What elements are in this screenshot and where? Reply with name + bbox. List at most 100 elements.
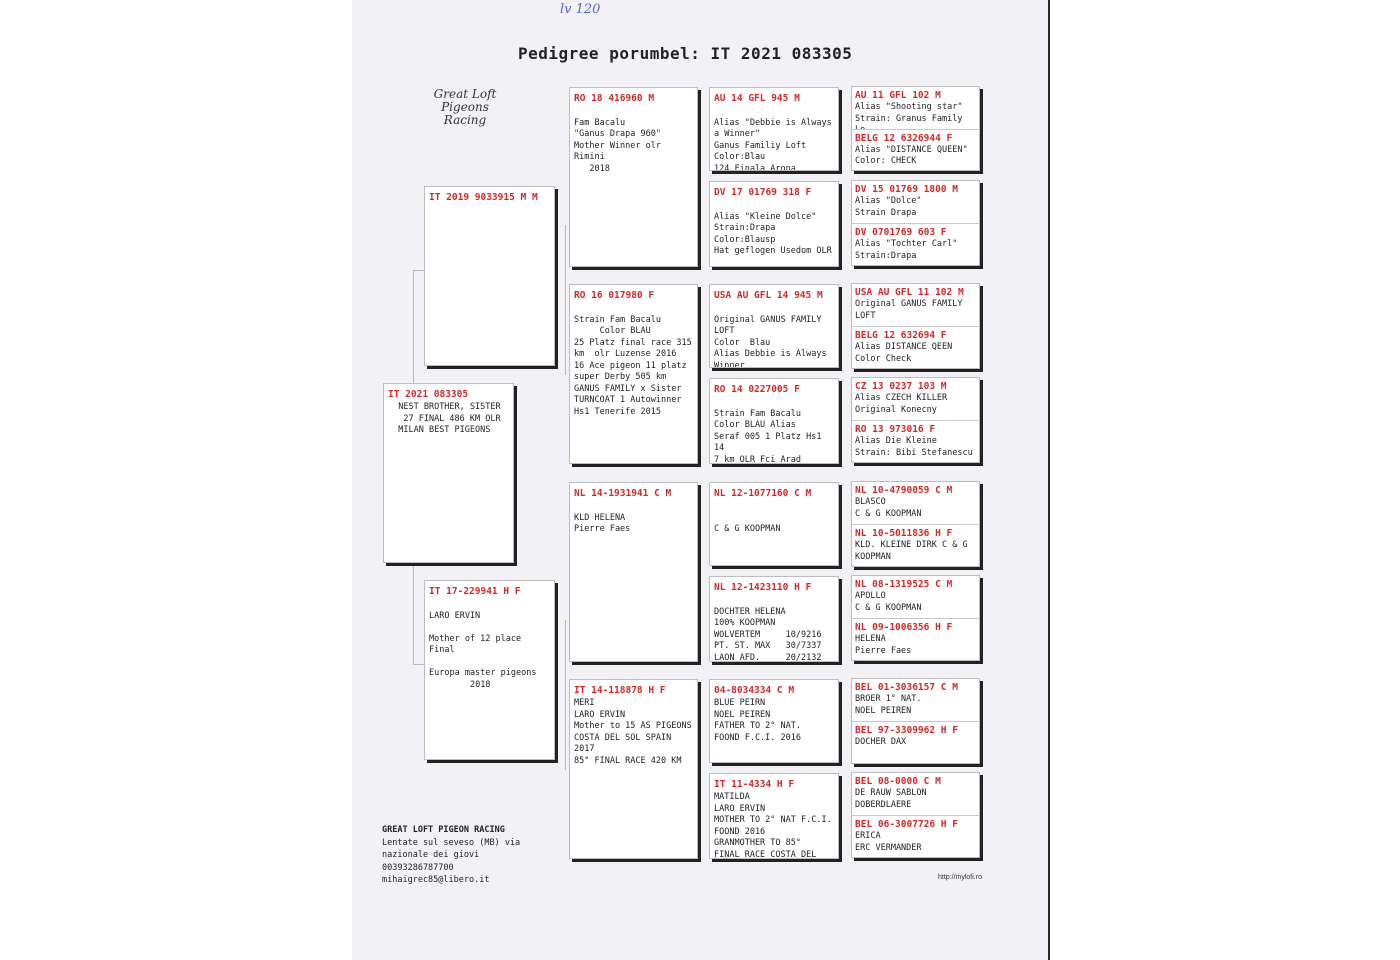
gggp-dam: BEL 06-3007726 H F ERICA ERC VERMANDER [852, 815, 979, 857]
pigeon-notes: Original GANUS FAMILY LOFT Color Blau Al… [714, 314, 827, 368]
pigeon-notes: BLUE PEIRN NOEL PEIREN FATHER TO 2° NAT.… [714, 698, 801, 743]
pigeon-notes: KLD HELENA Pierre Faes [574, 512, 631, 535]
footer-url: http://mylofi.ro [938, 874, 982, 881]
pigeon-notes: ERICA ERC VERMANDER [855, 831, 922, 853]
sire-card: IT 2019 9033915 M M [424, 186, 555, 366]
pigeon-notes: Fam Bacalu "Ganus Drapa 960" Mother Winn… [574, 117, 661, 174]
gggp-sire: NL 08-1319525 C M APOLLO C & G KOOPMAN [852, 576, 979, 618]
connector-line [413, 270, 425, 271]
ring-number: 04-8034334 C M [714, 685, 795, 696]
gggp-pair-card: AU 11 GFL 102 M Alias "Shooting star" St… [851, 86, 980, 171]
gggp-pair-card: DV 15 01769 1800 M Alias "Dolce" Strain … [851, 180, 980, 266]
ring-number: IT 2019 9033915 M M [429, 192, 538, 203]
great-grandparent-card: USA AU GFL 14 945 M Original GANUS FAMIL… [709, 284, 839, 368]
gggp-pair-card: NL 10-4790059 C M BLASCO C & G KOOPMAN N… [851, 481, 980, 567]
pigeon-notes: KLD. KLEINE DIRK C & G KOOPMAN [855, 540, 968, 562]
pigeon-notes: DOCHTER HELENA 100% KOOPMAN WOLVERTEM 10… [714, 606, 822, 662]
great-grandparent-card: AU 14 GFL 945 M Alias "Debbie is Always … [709, 87, 839, 171]
gggp-dam: BELG 12 6326944 F Alias "DISTANCE QUEEN"… [852, 128, 979, 171]
handwritten-note: lv 120 [560, 2, 601, 17]
ring-number: BEL 06-3007726 H F [855, 819, 958, 830]
ring-number: AU 11 GFL 102 M [855, 90, 941, 101]
pigeon-notes: Original GANUS FAMILY LOFT [855, 299, 963, 321]
ring-number: RO 14 0227005 F [714, 384, 800, 395]
gggp-sire: CZ 13 0237 103 M Alias CZECH KILLER Orig… [852, 378, 979, 420]
pigeon-notes: Alias Die Kleine Strain: Bibi Stefanescu [855, 436, 973, 458]
connector-line [413, 664, 425, 665]
pigeon-notes: Alias "DISTANCE QUEEN" Color: CHECK [855, 144, 968, 167]
ring-number: RO 16 017980 F [574, 290, 655, 301]
ring-number: USA AU GFL 14 945 M [714, 290, 823, 301]
great-grandparent-card: NL 12-1423110 H F DOCHTER HELENA 100% KO… [709, 576, 839, 662]
connector-line [565, 620, 566, 770]
page-title: Pedigree porumbel: IT 2021 083305 [518, 44, 853, 63]
sheet-edge [1048, 0, 1050, 960]
gggp-pair-card: NL 08-1319525 C M APOLLO C & G KOOPMAN N… [851, 575, 980, 661]
gggp-sire: AU 11 GFL 102 M Alias "Shooting star" St… [852, 87, 979, 129]
great-grandparent-card: DV 17 01769 318 F Alias "Kleine Dolce" S… [709, 181, 839, 267]
gggp-sire: DV 15 01769 1800 M Alias "Dolce" Strain … [852, 181, 979, 223]
gggp-dam: BEL 97-3309962 H F DOCHER DAX [852, 721, 979, 763]
pigeon-notes: NEST BROTHER, SISTER 27 FINAL 486 KM OLR… [398, 402, 501, 435]
grandparent-card: NL 14-1931941 C M KLD HELENA Pierre Faes [569, 482, 698, 662]
connector-line [413, 564, 414, 664]
ring-number: NL 10-5011836 H F [855, 528, 953, 539]
pigeon-notes: DOCHER DAX [855, 737, 907, 747]
pigeon-notes: Alias CZECH KILLER Original Konecny [855, 393, 948, 415]
pigeon-notes: Alias "Debbie is Always a Winner" Ganus … [714, 117, 832, 171]
pigeon-notes: Strain Fam Bacalu Color BLAU 25 Platz fi… [574, 314, 692, 417]
connector-line [565, 225, 566, 375]
ring-number: NL 08-1319525 C M [855, 579, 953, 590]
ring-number: IT 11-4334 H F [714, 779, 795, 790]
great-grandparent-card: NL 12-1077160 C M C & G KOOPMAN [709, 482, 839, 566]
gggp-dam: BELG 12 632694 F Alias DISTANCE QEEN Col… [852, 326, 979, 368]
loft-name: GREAT LOFT PIGEON RACING [382, 825, 505, 835]
pigeon-notes: C & G KOOPMAN [714, 524, 781, 534]
grandparent-card: IT 14-118878 H F MERI LARO ERVIN Mother … [569, 679, 698, 859]
pigeon-notes: BLASCO C & G KOOPMAN [855, 497, 922, 519]
grandparent-card: RO 16 017980 F Strain Fam Bacalu Color B… [569, 284, 698, 464]
gggp-sire: BEL 01-3036157 C M BROER 1° NAT. NOEL PE… [852, 679, 979, 721]
pigeon-notes: MATILDA LARO ERVIN MOTHER TO 2° NAT F.C.… [714, 792, 832, 859]
pigeon-notes: DE RAUW SABLON DOBERDLAERE [855, 788, 927, 810]
gggp-dam: NL 09-1006356 H F HELENA Pierre Faes [852, 618, 979, 660]
great-grandparent-card: RO 14 0227005 F Strain Fam Bacalu Color … [709, 378, 839, 464]
ring-number: RO 13 973016 F [855, 424, 936, 435]
gggp-pair-card: USA AU GFL 11 102 M Original GANUS FAMIL… [851, 283, 980, 369]
gggp-dam: NL 10-5011836 H F KLD. KLEINE DIRK C & G… [852, 524, 979, 566]
great-grandparent-card: 04-8034334 C M BLUE PEIRN NOEL PEIREN FA… [709, 679, 839, 763]
ring-number: CZ 13 0237 103 M [855, 381, 947, 392]
ring-number: NL 09-1006356 H F [855, 622, 953, 633]
gggp-pair-card: CZ 13 0237 103 M Alias CZECH KILLER Orig… [851, 377, 980, 463]
subject-card: IT 2021 083305 NEST BROTHER, SISTER 27 F… [383, 383, 514, 563]
pigeon-notes: Strain Fam Bacalu Color BLAU Alias Seraf… [714, 408, 822, 464]
ring-number: IT 17-229941 H F [429, 586, 521, 597]
gggp-pair-card: BEL 08-0000 C M DE RAUW SABLON DOBERDLAE… [851, 772, 980, 858]
ring-number: BEL 01-3036157 C M [855, 682, 958, 693]
gggp-dam: RO 13 973016 F Alias Die Kleine Strain: … [852, 420, 979, 462]
pigeon-notes: Alias "Kleine Dolce" Strain:Drapa Color:… [714, 211, 832, 257]
grandparent-card: RO 18 416960 M Fam Bacalu "Ganus Drapa 9… [569, 87, 698, 267]
logo-line-2: Racing [443, 113, 487, 127]
pigeon-notes: Alias "Tochter Carl" Strain:Drapa [855, 239, 958, 261]
gggp-sire: USA AU GFL 11 102 M Original GANUS FAMIL… [852, 284, 979, 326]
ring-number: NL 12-1423110 H F [714, 582, 812, 593]
ring-number: IT 2021 083305 [388, 389, 469, 400]
pigeon-notes: MERI LARO ERVIN Mother to 15 AS PIGEONS … [574, 698, 692, 766]
logo-line-1: Great Loft Pigeons [433, 87, 497, 114]
ring-number: BEL 08-0000 C M [855, 776, 941, 787]
pigeon-notes: LARO ERVIN Mother of 12 place Final Euro… [429, 610, 537, 690]
ring-number: NL 14-1931941 C M [574, 488, 672, 499]
ring-number: BELG 12 632694 F [855, 330, 947, 341]
ring-number: BELG 12 6326944 F [855, 132, 953, 144]
pigeon-notes: Alias "Dolce" Strain Drapa [855, 196, 922, 218]
gggp-sire: BEL 08-0000 C M DE RAUW SABLON DOBERDLAE… [852, 773, 979, 815]
great-grandparent-card: IT 11-4334 H F MATILDA LARO ERVIN MOTHER… [709, 773, 839, 859]
pigeon-notes: HELENA Pierre Faes [855, 634, 912, 656]
pigeon-notes: BROER 1° NAT. NOEL PEIREN [855, 694, 922, 716]
connector-line [413, 270, 414, 384]
ring-number: NL 10-4790059 C M [855, 485, 953, 496]
ring-number: IT 14-118878 H F [574, 685, 666, 696]
pigeon-notes: Alias DISTANCE QEEN Color Check [855, 342, 953, 364]
